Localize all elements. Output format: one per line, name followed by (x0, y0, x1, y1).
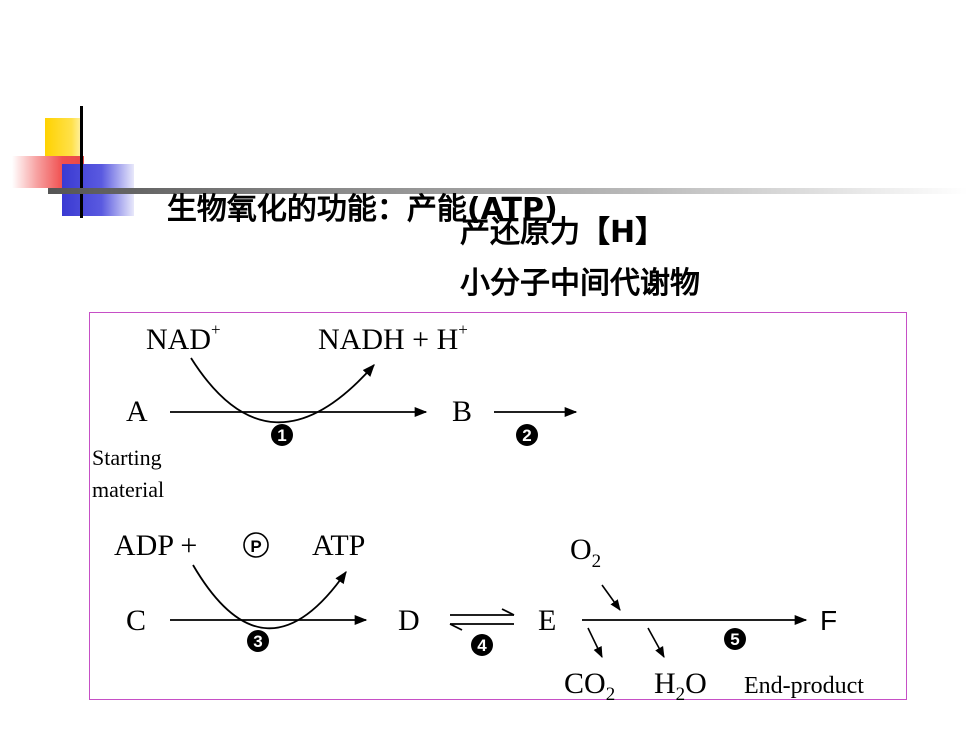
adp-label: ADP + (114, 529, 197, 562)
step-number-2: 2 (522, 426, 531, 445)
end-product-label: End-product (744, 673, 864, 699)
h2o-arrow (647, 627, 665, 658)
nad-curve-arrow (190, 357, 375, 424)
h2o-label: H2O (654, 667, 707, 701)
product-b: B (452, 395, 472, 428)
co2-label: CO2 (564, 667, 615, 701)
reversible-arrow-forward-head (501, 608, 515, 616)
co2-arrow (587, 627, 603, 659)
reversible-arrow-back-head (449, 623, 463, 631)
step-number-3: 3 (253, 632, 262, 651)
slide-title: 生物氧化的功能：产能(ATP) (146, 149, 558, 228)
metabolism-diagram-frame: NAD+ NADH + H+ A B 1 2 Starting material… (89, 312, 907, 705)
step-number-4: 4 (477, 636, 487, 655)
function-intermediates: 小分子中间代谢物 (460, 266, 700, 301)
function-reducing-power: 产还原力【H】 (460, 215, 666, 250)
title-prefix: 生物氧化的功能： (166, 192, 407, 227)
product-f: F (820, 605, 837, 636)
function-energy: 产能(ATP) (406, 192, 558, 227)
intermediate-d: D (398, 604, 420, 637)
step-marker-2 (516, 424, 538, 446)
step-marker-3 (247, 630, 269, 652)
atp-label: ATP (312, 529, 365, 562)
metabolism-diagram: NAD+ NADH + H+ A B 1 2 Starting material… (92, 320, 864, 705)
step-marker-1 (271, 424, 293, 446)
substrate-c: C (126, 604, 146, 637)
nad-label: NAD+ (146, 320, 221, 356)
step-number-1: 1 (277, 426, 286, 445)
adp-curve-arrow (192, 564, 347, 630)
oxygen-arrow (601, 584, 621, 611)
starting-material-line1: Starting (92, 445, 162, 470)
step-number-5: 5 (730, 630, 739, 649)
substrate-a: A (126, 395, 148, 428)
phosphate-label: P (250, 537, 261, 556)
nadh-label: NADH + H+ (318, 320, 468, 356)
deco-horizontal-line (48, 188, 968, 194)
starting-material-line2: material (92, 477, 164, 502)
deco-vertical-line (80, 106, 83, 218)
step-marker-4 (471, 634, 493, 656)
oxygen-label: O2 (570, 533, 601, 572)
step-marker-5 (724, 628, 746, 650)
phosphate-circle (243, 532, 269, 558)
intermediate-e: E (538, 604, 556, 637)
